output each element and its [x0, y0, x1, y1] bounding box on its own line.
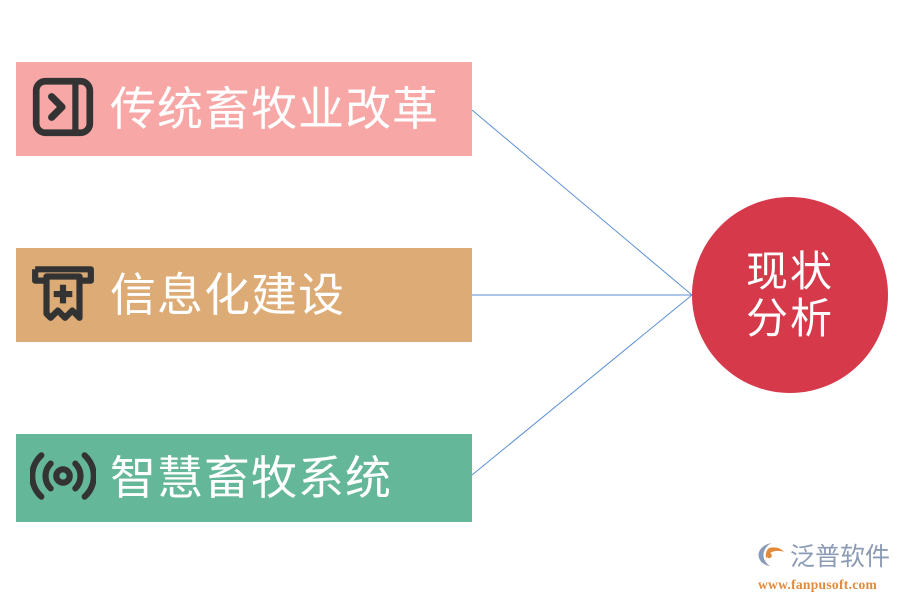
hub-label-line-1: 现状 [745, 247, 834, 295]
logo-url-text: www.fanpusoft.com [758, 577, 878, 592]
category-bar-informatization-construction[interactable]: 信息化建设 [16, 248, 472, 342]
fanpu-logo-icon [757, 541, 787, 573]
category-bar-smart-livestock-system[interactable]: 智慧畜牧系统 [16, 434, 472, 522]
connector-line-2 [471, 294, 693, 476]
category-label: 信息化建设 [110, 269, 345, 321]
panel-chevron-right-icon [30, 74, 96, 145]
hub-label-line-2: 分析 [745, 295, 834, 342]
receipt-plus-icon [30, 260, 96, 331]
hub-node-status-analysis[interactable]: 现状 分析 [692, 197, 888, 393]
wireless-signal-icon [29, 443, 97, 514]
watermark-logo: 泛普软件 www.fanpusoft.com [757, 541, 893, 593]
category-bar-traditional-livestock-reform[interactable]: 传统畜牧业改革 [16, 62, 472, 156]
category-label: 传统畜牧业改革 [110, 83, 439, 135]
category-label: 智慧畜牧系统 [110, 452, 392, 504]
logo-row: 泛普软件 [757, 541, 890, 573]
logo-brand-text: 泛普软件 [790, 542, 891, 571]
connector-line-0 [471, 109, 693, 296]
